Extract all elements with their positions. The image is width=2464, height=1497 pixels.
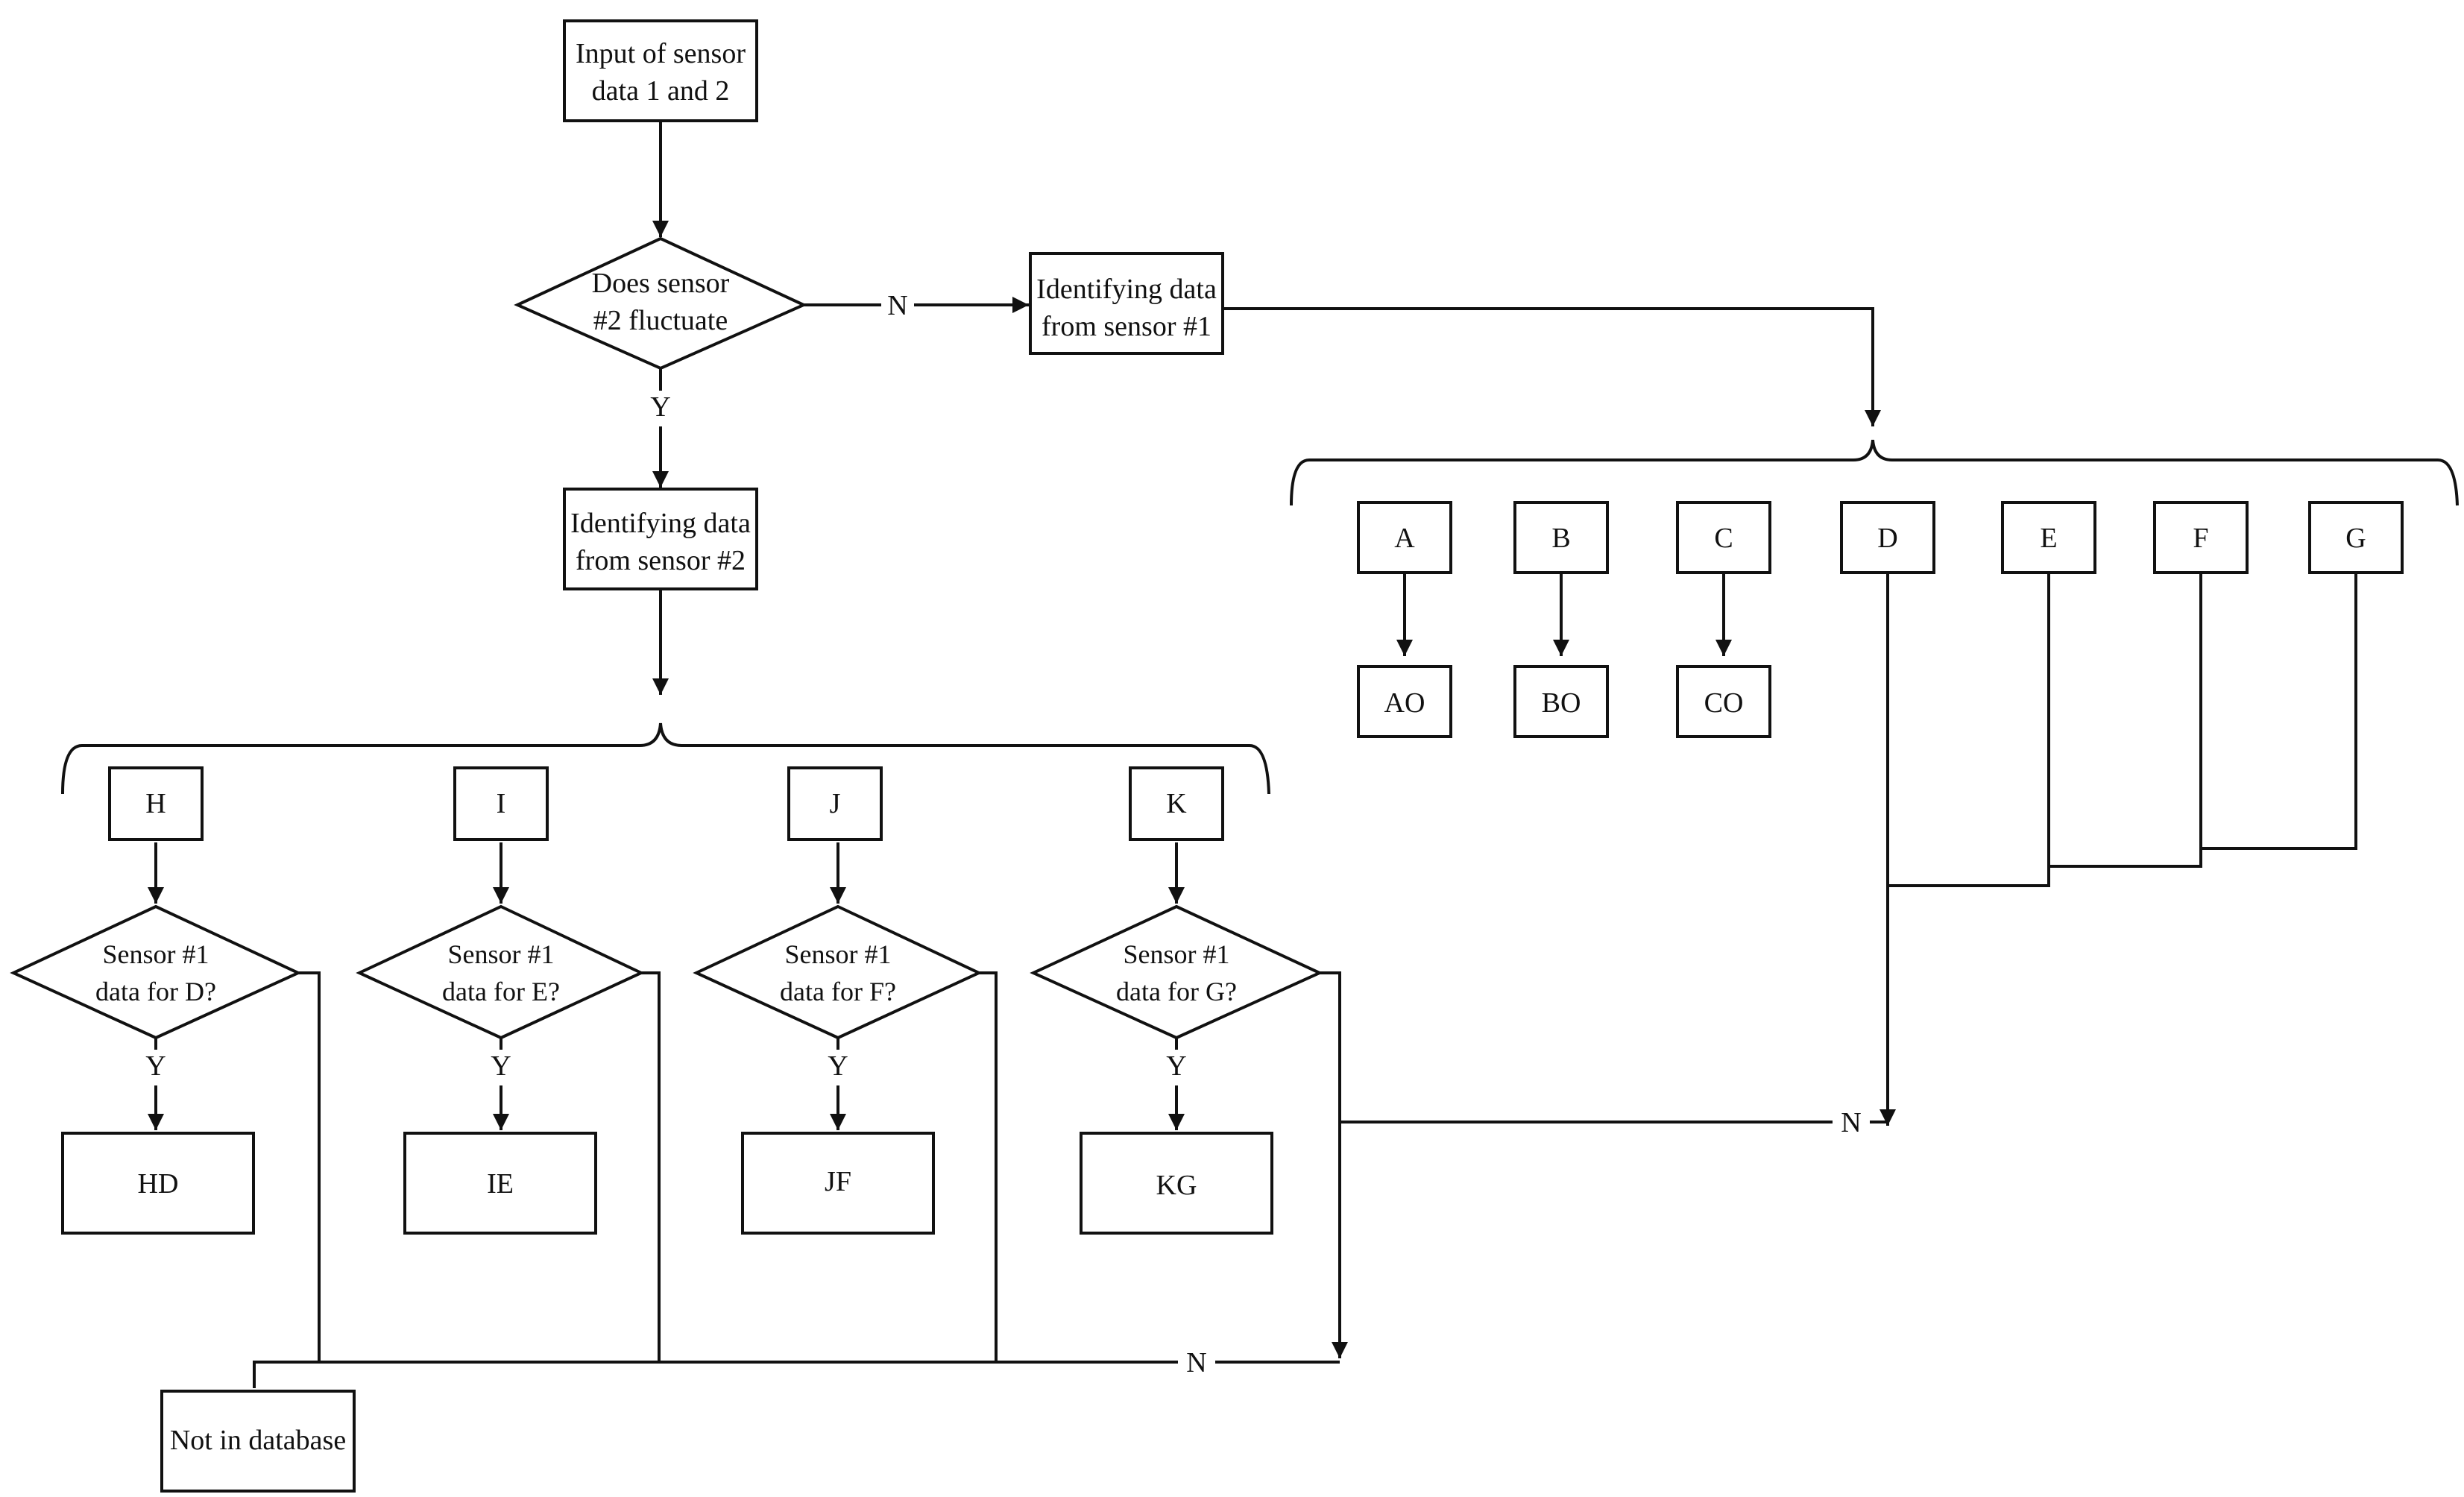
connectors (61, 122, 2459, 1388)
label-yes-check-F: Y (828, 1050, 848, 1082)
label-yes-check-G: Y (1166, 1050, 1186, 1082)
category-B-label: B (1551, 523, 1570, 554)
category-D-label: D (1877, 523, 1897, 554)
output-KG: KG (1080, 1132, 1273, 1235)
check-G-line-1: Sensor #1 (1124, 939, 1230, 969)
category-A-label: A (1394, 523, 1415, 554)
nodes: Input of sensor data 1 and 2 Does sensor… (10, 19, 2404, 1493)
output-JF-label: JF (825, 1166, 851, 1197)
output-JF: JF (741, 1132, 935, 1235)
category-E-label: E (2040, 523, 2057, 554)
sensor2-category-J: J (787, 766, 883, 841)
edge-labels: N Y Y Y Y Y N N (140, 286, 1870, 1381)
input-node: Input of sensor data 1 and 2 (563, 19, 758, 122)
label-yes-check-E: Y (491, 1050, 511, 1082)
output-AO: AO (1357, 665, 1452, 738)
identify-s2-line-2: from sensor #2 (576, 545, 746, 576)
not-in-database-node: Not in database (160, 1390, 356, 1493)
category-J-label: J (830, 788, 841, 819)
check-G-line-2: data for G? (1116, 977, 1237, 1006)
check-E-line-1: Sensor #1 (448, 939, 555, 969)
identify-s2-node: Identifying data from sensor #2 (563, 488, 758, 590)
check-E-line-2: data for E? (442, 977, 560, 1006)
check-D-node: Sensor #1 data for D? (10, 904, 302, 1040)
not-in-database-label: Not in database (170, 1425, 346, 1456)
sensor1-category-G: G (2308, 501, 2404, 574)
sensor1-category-F: F (2153, 501, 2249, 574)
sensor2-category-K: K (1129, 766, 1224, 841)
output-KG-label: KG (1156, 1170, 1197, 1201)
output-IE: IE (403, 1132, 597, 1235)
sensor1-category-D: D (1840, 501, 1935, 574)
category-I-label: I (497, 788, 506, 819)
label-yes-check-D: Y (145, 1050, 166, 1082)
category-F-label: F (2193, 523, 2208, 554)
edge-identify-s1-to-brace (1221, 307, 1881, 426)
output-BO-label: BO (1542, 687, 1581, 719)
output-HD: HD (61, 1132, 255, 1235)
input-line-1: Input of sensor (576, 38, 746, 69)
input-line-2: data 1 and 2 (592, 75, 730, 107)
edge-checkF-no (979, 971, 998, 1362)
edge-to-not-in-database (253, 1361, 1340, 1388)
identify-s1-node: Identifying data from sensor #1 (1029, 252, 1224, 355)
check-F-line-2: data for F? (780, 977, 896, 1006)
label-yes-fluctuate: Y (650, 391, 670, 423)
identify-s2-line-1: Identifying data (570, 508, 751, 539)
check-D-line-1: Sensor #1 (103, 939, 209, 969)
sensor2-category-H: H (108, 766, 204, 841)
category-H-label: H (145, 788, 166, 819)
check-F-line-1: Sensor #1 (785, 939, 892, 969)
category-G-label: G (2345, 523, 2366, 554)
decision-fluctuate-node: Does sensor #2 fluctuate (514, 236, 807, 371)
check-D-line-2: data for D? (95, 977, 216, 1006)
edge-G-merge (2201, 573, 2357, 850)
label-no-right: N (1841, 1107, 1861, 1138)
check-E-node: Sensor #1 data for E? (356, 904, 645, 1040)
output-HD-label: HD (138, 1168, 179, 1200)
edge-checkE-no (641, 971, 661, 1362)
output-IE-label: IE (487, 1168, 514, 1200)
sensor1-category-C: C (1676, 501, 1771, 574)
decision-fluctuate-line-1: Does sensor (592, 268, 730, 299)
output-AO-label: AO (1384, 687, 1425, 719)
sensor2-category-I: I (453, 766, 549, 841)
edge-F-merge (2049, 573, 2202, 868)
check-G-node: Sensor #1 data for G? (1030, 904, 1323, 1040)
edge-E-merge (1888, 573, 2050, 887)
label-no-fluctuate: N (887, 290, 907, 321)
category-K-label: K (1166, 788, 1187, 819)
sensor1-category-B: B (1513, 501, 1609, 574)
brace-sensor1 (1290, 439, 2459, 506)
output-BO: BO (1513, 665, 1609, 738)
sensor1-category-A: A (1357, 501, 1452, 574)
edge-checkD-no (298, 971, 321, 1362)
sensor1-category-E: E (2001, 501, 2096, 574)
output-CO: CO (1676, 665, 1771, 738)
brace-sensor2 (61, 722, 1270, 795)
check-F-node: Sensor #1 data for F? (693, 904, 983, 1040)
output-CO-label: CO (1704, 687, 1744, 719)
category-C-label: C (1714, 523, 1733, 554)
label-no-bottom: N (1186, 1347, 1206, 1378)
decision-fluctuate-line-2: #2 fluctuate (593, 305, 728, 336)
identify-s1-line-1: Identifying data (1036, 274, 1217, 305)
edge-checkG-no (1320, 971, 1348, 1358)
identify-s1-line-2: from sensor #1 (1042, 311, 1211, 342)
